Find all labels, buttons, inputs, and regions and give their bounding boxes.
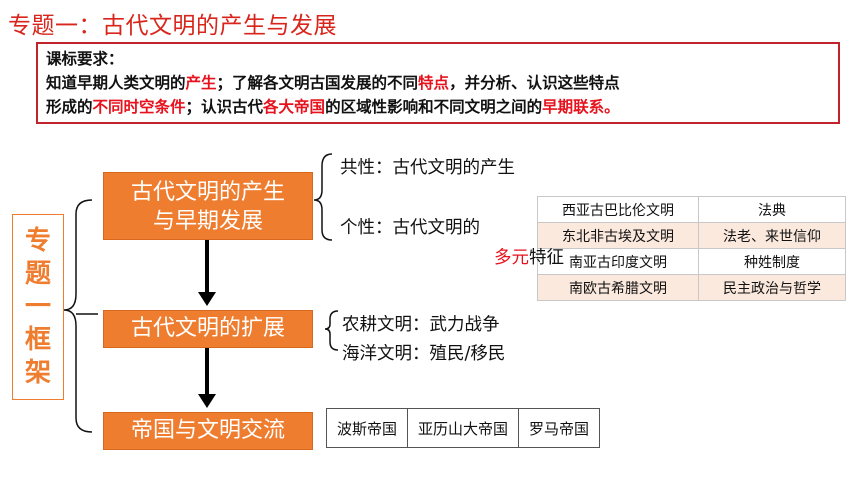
box-origin-development: 古代文明的产生 与早期发展	[103, 172, 313, 240]
civ-trait: 法典	[698, 196, 846, 223]
req-highlight: 各大帝国	[263, 97, 326, 116]
civ-name: 南亚古印度文明	[537, 248, 699, 275]
req-text: 的区域性影响和不同文明之间的	[325, 97, 543, 116]
civ-name: 东北非古埃及文明	[537, 222, 699, 249]
req-text: 知道早期人类文明的	[46, 73, 186, 92]
civ-trait: 种姓制度	[698, 248, 846, 275]
framework-char: 题	[24, 258, 51, 289]
req-highlight: 产生	[185, 73, 217, 92]
framework-char: 架	[24, 357, 51, 388]
framework-char: 框	[24, 324, 51, 355]
empire-roman: 罗马帝国	[518, 408, 601, 448]
individual-trait-text: 个性：古代文明的	[340, 218, 480, 238]
req-highlight: 早期联系。	[542, 97, 620, 116]
arrow-1-head	[198, 292, 216, 306]
req-text: ；认识古代	[185, 97, 264, 116]
box-empire-exchange: 帝国与文明交流	[103, 412, 313, 450]
req-highlight: 特点	[418, 73, 450, 92]
box-origin-line2: 与早期发展	[152, 209, 263, 234]
req-text: ；了解各文明古国发展的不同	[216, 73, 419, 92]
branch1-brace	[313, 153, 333, 241]
empire-table: 波斯帝国 亚历山大帝国 罗马帝国	[325, 408, 601, 448]
box-origin-line1: 古代文明的产生	[130, 180, 285, 205]
civ-name: 西亚古巴比伦文明	[537, 196, 699, 223]
page-title: 专题一：古代文明的产生与发展	[8, 13, 337, 39]
framework-char: 专	[24, 225, 51, 256]
requirements-line-2: 形成的不同时空条件；认识古代各大帝国的区域性影响和不同文明之间的早期联系。	[46, 95, 830, 119]
requirements-line-1: 知道早期人类文明的产生；了解各文明古国发展的不同特点，并分析、认识这些特点	[46, 71, 830, 95]
civ-trait: 民主政治与哲学	[698, 274, 846, 301]
arrow-2-head	[198, 394, 216, 408]
req-text: ，并分析、认识这些特点	[449, 73, 620, 92]
framework-label: 专 题 一 框 架	[12, 214, 64, 400]
box-expansion: 古代文明的扩展	[103, 310, 313, 348]
branch2-brace	[324, 310, 339, 351]
empire-persian: 波斯帝国	[325, 408, 409, 448]
req-text: 形成的	[46, 97, 93, 116]
civ-trait: 法老、来世信仰	[698, 222, 846, 249]
civilization-table: 西亚古巴比伦文明法典 东北非古埃及文明法老、来世信仰 南亚古印度文明种姓制度 南…	[537, 196, 846, 301]
feature-word: 特征	[529, 248, 564, 268]
empire-alexander: 亚历山大帝国	[407, 408, 520, 448]
main-brace	[63, 199, 93, 433]
common-trait-text: 共性：古代文明的产生	[340, 158, 515, 178]
ocean-civ-text: 海洋文明：殖民/移民	[342, 344, 506, 364]
diversity-word: 多元	[494, 248, 529, 268]
framework-char: 一	[24, 291, 51, 322]
diversity-label: 多元特征	[494, 244, 564, 269]
farming-civ-text: 农耕文明：武力战争	[342, 315, 500, 335]
req-highlight: 不同时空条件	[92, 97, 186, 116]
civ-name: 南欧古希腊文明	[537, 274, 699, 301]
requirements-box: 课标要求： 知道早期人类文明的产生；了解各文明古国发展的不同特点，并分析、认识这…	[36, 42, 840, 124]
requirements-heading: 课标要求：	[46, 49, 124, 68]
